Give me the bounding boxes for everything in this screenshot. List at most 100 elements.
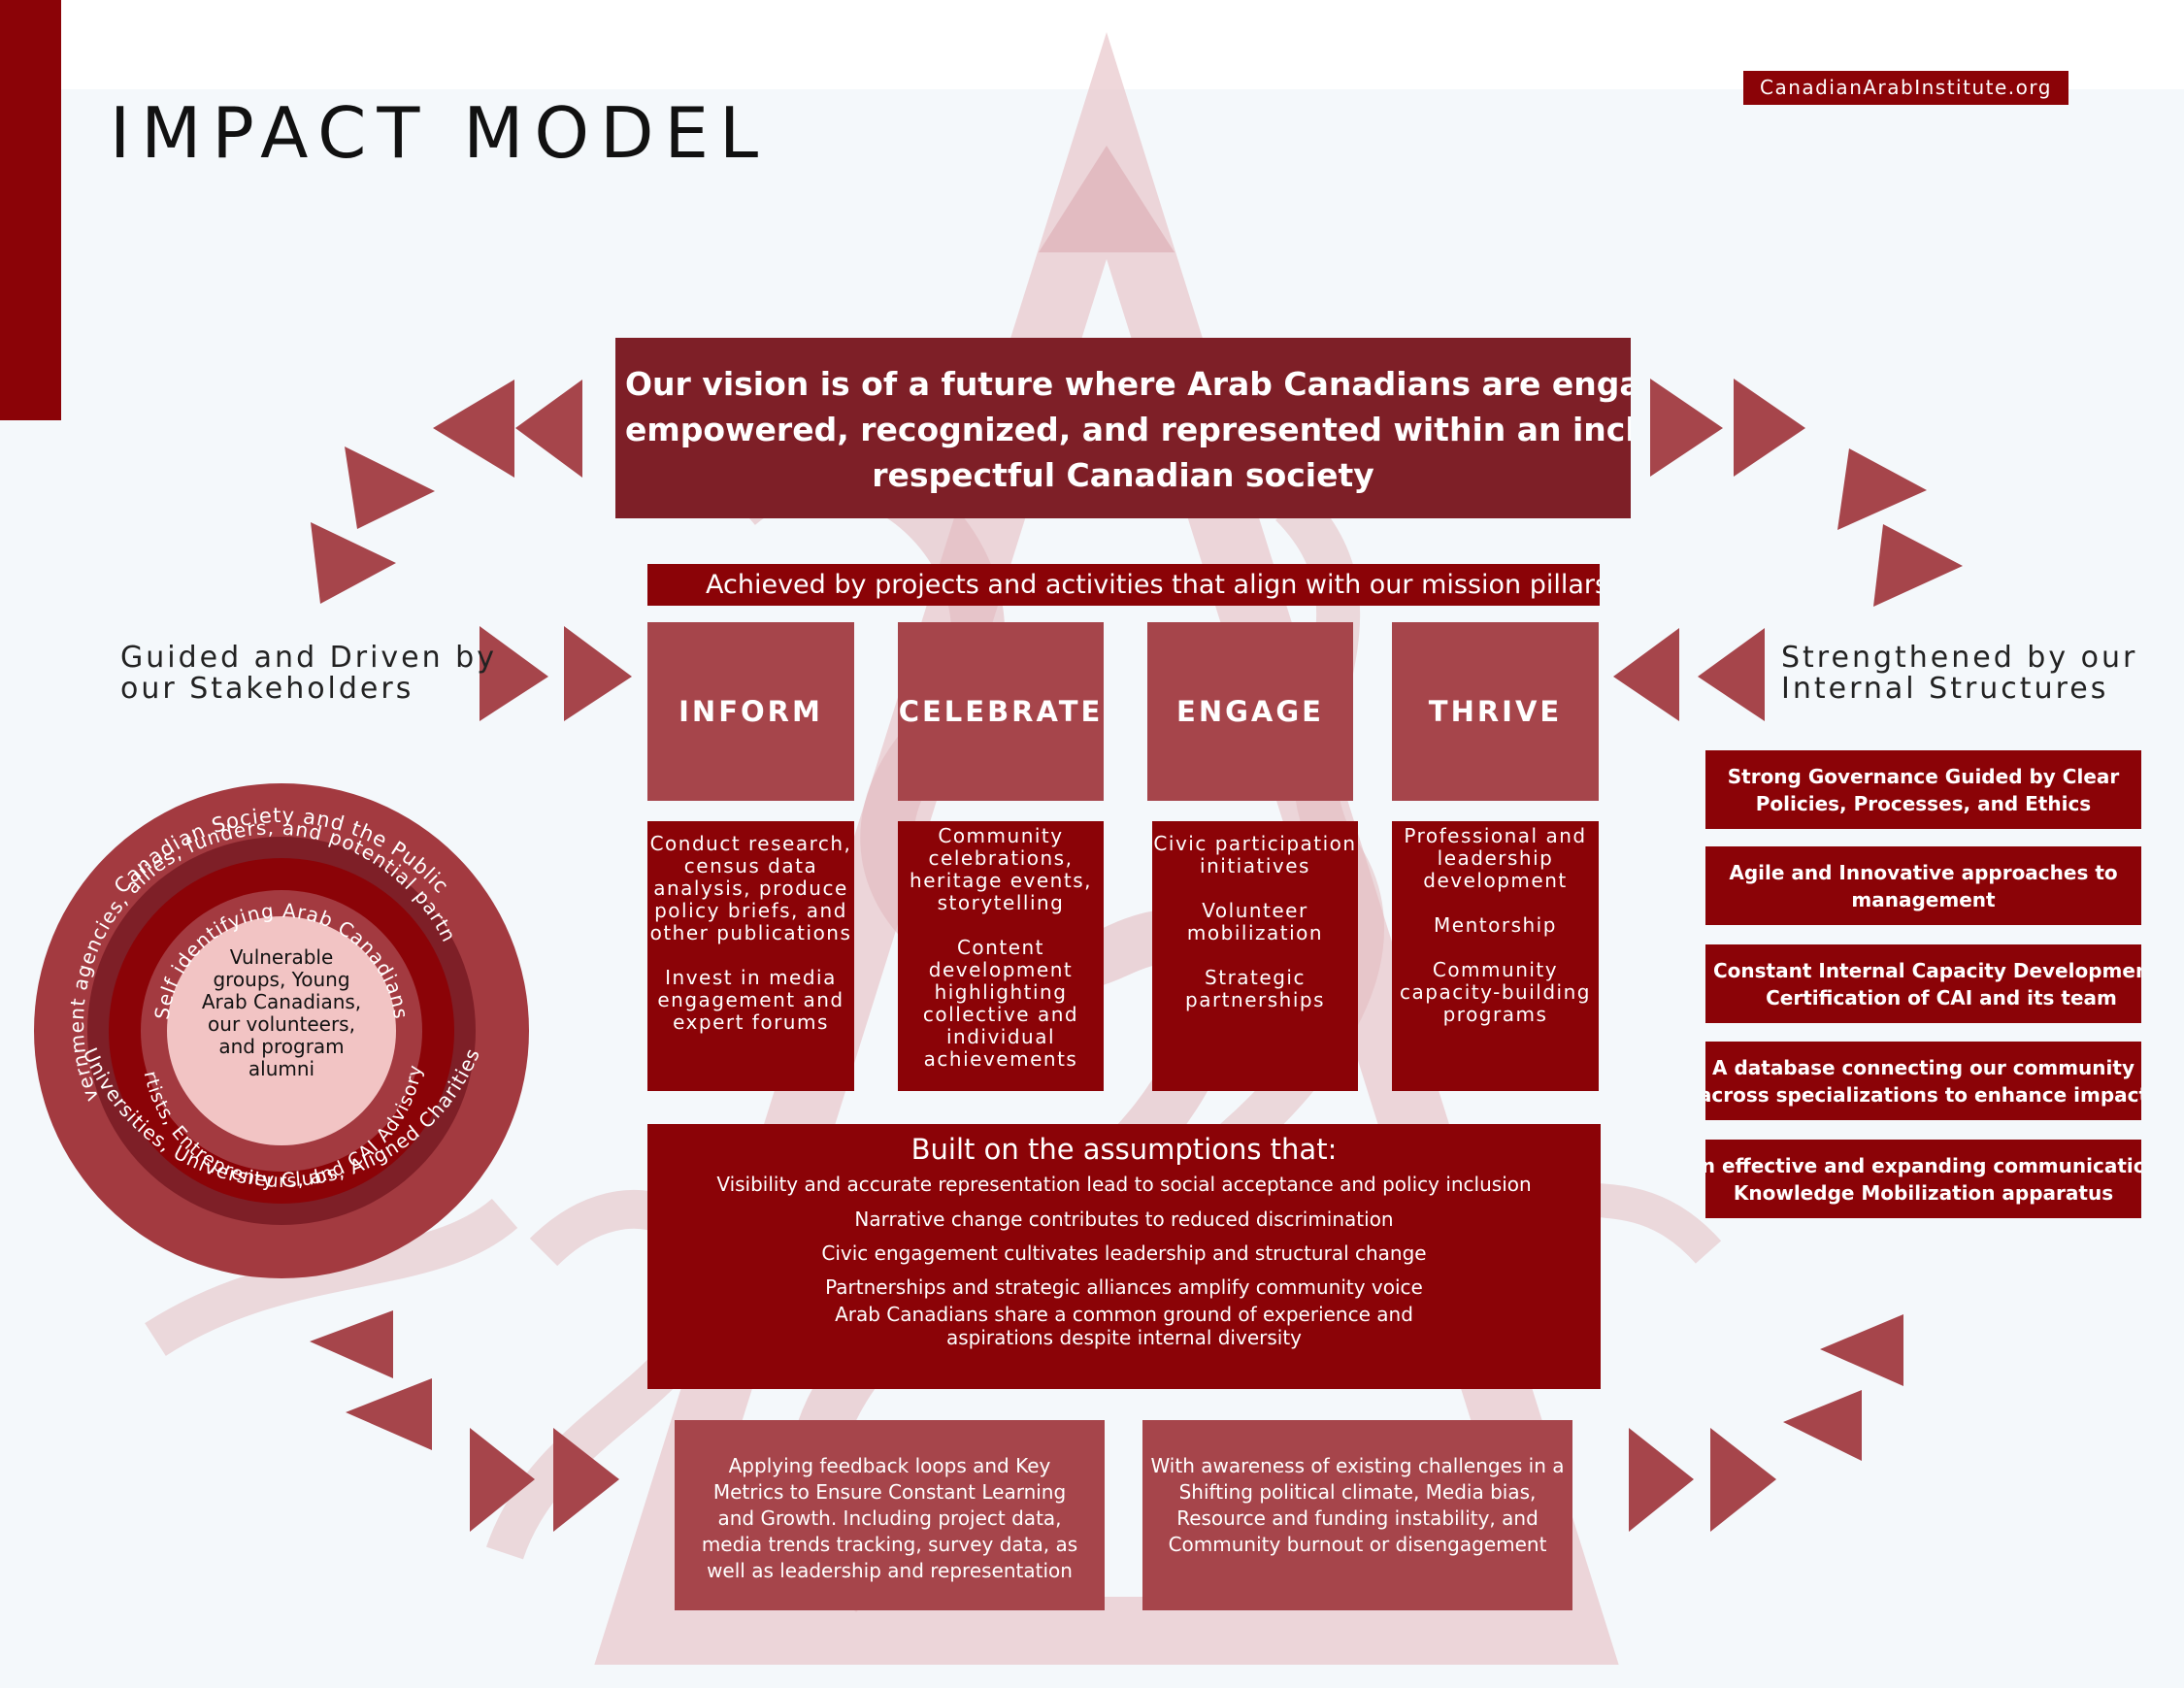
pillar-description-line <box>1392 892 1599 914</box>
feedback-box: Applying feedback loops and Key Metrics … <box>675 1420 1105 1610</box>
pillar-description-line: analysis, produce <box>653 877 848 900</box>
internal-item: Constant Internal Capacity Development a… <box>1705 944 2141 1023</box>
pillar-description-line: achievements <box>923 1047 1078 1071</box>
arrow-icon <box>1698 628 1765 721</box>
pillar-description-line <box>1152 877 1358 900</box>
arrow-icon <box>515 380 582 478</box>
pillar-description-line: Community <box>938 824 1064 847</box>
pillar-description-line <box>1392 937 1599 959</box>
vision-line: Our vision is of a future where Arab Can… <box>625 365 1631 403</box>
feedback-line: well as leadership and representation <box>707 1559 1073 1582</box>
arrow-icon <box>470 1428 535 1532</box>
core-line: our volunteers, <box>208 1012 355 1036</box>
assumptions-title: Built on the assumptions that: <box>910 1133 1338 1166</box>
pillar-celebrate: CELEBRATE <box>898 622 1104 801</box>
page-title: IMPACT MODEL <box>110 92 770 174</box>
internal-item: Agile and Innovative approaches to manage… <box>1705 846 2141 925</box>
pillar-description-line: highlighting <box>934 980 1068 1004</box>
arrow-icon <box>1820 1314 1903 1386</box>
assumption-item: Partnerships and strategic alliances amp… <box>825 1275 1423 1299</box>
pillar-description-line: celebrations, <box>928 846 1074 870</box>
arrow-icon <box>1710 1428 1776 1532</box>
internal-item-line: Constant Internal Capacity Development a… <box>1713 958 2141 982</box>
stakeholder-circle: Canadian Society and the Public Governme… <box>29 778 529 1278</box>
pillar-description-line: storytelling <box>937 891 1065 914</box>
stakeholders-label-line: Guided and Driven by <box>120 641 497 675</box>
assumption-item: Civic engagement cultivates leadership a… <box>821 1241 1427 1265</box>
feedback-line: Applying feedback loops and Key <box>728 1454 1051 1477</box>
pillar-description-line: Community <box>1432 958 1559 981</box>
pillar-description-line: capacity-building <box>1400 980 1591 1004</box>
arrow-icon <box>1734 379 1805 477</box>
internal-item-line: Strong Governance Guided by Clear <box>1727 764 2120 788</box>
assumption-item: aspirations despite internal diversity <box>945 1326 1303 1349</box>
pillar-description-line: collective and <box>922 1003 1079 1026</box>
pillar-description-line: partnerships <box>1185 988 1325 1011</box>
internal-item-line: An effective and expanding communication <box>1705 1153 2141 1177</box>
pillar-description-line: policy briefs, and <box>654 899 847 922</box>
arrow-icon <box>310 1310 393 1378</box>
pillar-description-line: initiatives <box>1200 854 1310 877</box>
vision-line: respectful Canadian society <box>872 456 1374 494</box>
stakeholder-core: Vulnerable groups, Young Arab Canadians,… <box>194 946 369 1080</box>
assumption-item: Narrative change contributes to reduced … <box>854 1208 1394 1231</box>
internal-item-line: across specializations to enhance impact <box>1705 1082 2141 1107</box>
internal-item-line: Policies, Processes, and Ethics <box>1755 791 2092 815</box>
assumptions-box: Built on the assumptions that: Visibilit… <box>647 1124 1601 1389</box>
core-line: groups, Young <box>213 968 350 991</box>
vision-line: empowered, recognized, and represented w… <box>625 411 1631 448</box>
left-accent-bar <box>0 0 61 420</box>
challenges-line: With awareness of existing challenges in… <box>1150 1454 1565 1477</box>
pillar-description-line: development <box>1423 869 1568 892</box>
internal-item-line: Agile and Innovative approaches to <box>1729 860 2118 884</box>
challenges-box: With awareness of existing challenges in… <box>1142 1420 1572 1610</box>
pillar-description-line: census data <box>683 854 818 877</box>
pillar-description-line: Strategic <box>1205 966 1306 989</box>
pillar-description-line: expert forums <box>673 1010 829 1034</box>
pillar-description-line: Civic participation <box>1153 832 1357 855</box>
challenges-line: Shifting political climate, Media bias, <box>1178 1480 1537 1504</box>
ring-core <box>167 916 396 1145</box>
arrow-icon <box>480 626 548 721</box>
arrow-icon <box>345 447 435 529</box>
arrow-icon <box>553 1428 619 1532</box>
pillar-description-line: leadership <box>1437 846 1554 870</box>
pillar-inform: INFORM <box>647 622 854 801</box>
assumption-item: Arab Canadians share a common ground of … <box>835 1303 1413 1326</box>
pillar-description-line: Mentorship <box>1434 913 1557 937</box>
pillar-description-line: Content <box>956 936 1045 959</box>
arrow-icon <box>311 522 396 604</box>
pillar-description-line: Professional and <box>1404 824 1587 847</box>
internal-item-line: management <box>1851 887 1996 911</box>
internal-label-line: Strengthened by our <box>1781 641 2138 675</box>
pillar-description-line: heritage events, <box>910 869 1092 892</box>
arrow-icon <box>1650 379 1723 477</box>
arrow-icon <box>1783 1390 1862 1461</box>
pillar-description-line <box>898 914 1104 937</box>
stakeholders-label: Guided and Driven by our Stakeholders <box>120 643 497 705</box>
pillar-description-line: individual <box>945 1025 1056 1048</box>
pillar-thrive: THRIVE <box>1392 622 1599 801</box>
internal-label-line: Internal Structures <box>1781 672 2109 706</box>
internal-label: Strengthened by our Internal Structures <box>1781 643 2137 705</box>
website-badge[interactable]: CanadianArabInstitute.org <box>1743 71 2068 105</box>
arrow-icon <box>1837 448 1927 530</box>
pillar-description-line: Volunteer <box>1202 899 1308 922</box>
achieved-banner: Achieved by projects and activities that… <box>647 564 1600 606</box>
pillar-description-line <box>647 944 854 967</box>
internal-item-line: Knowledge Mobilization apparatus <box>1733 1180 2114 1205</box>
pillar-engage: ENGAGE <box>1147 622 1353 801</box>
assumption-item: Visibility and accurate representation l… <box>716 1173 1532 1196</box>
pillar-description-line: other publications <box>649 921 852 944</box>
arrow-icon <box>346 1378 432 1450</box>
pillar-description-line: mobilization <box>1186 921 1324 944</box>
arrow-icon <box>564 626 632 721</box>
pillar-description-line <box>1152 944 1358 967</box>
core-line: Vulnerable <box>229 945 334 969</box>
